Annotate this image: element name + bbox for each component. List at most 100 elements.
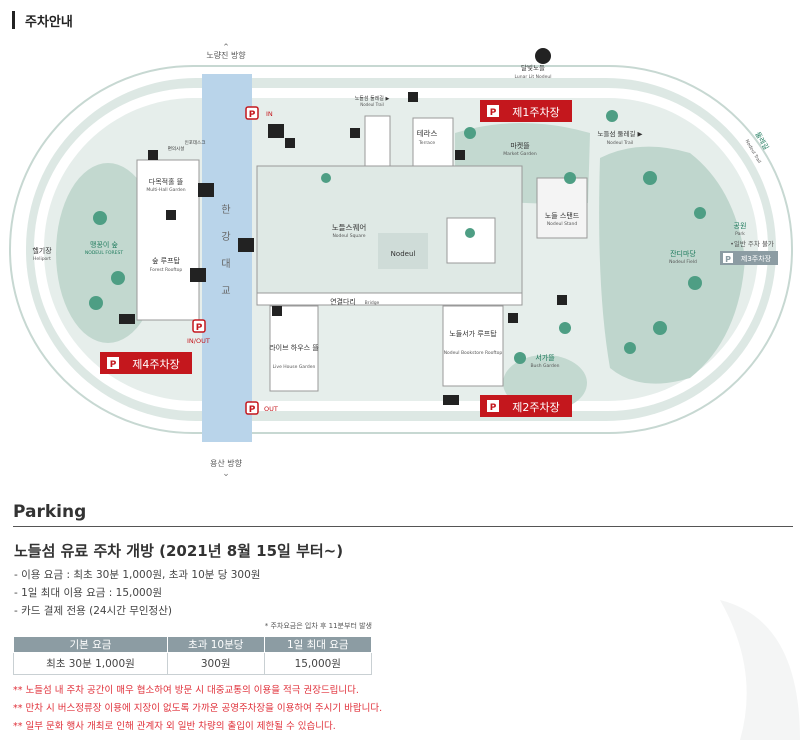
bus-icon bbox=[198, 183, 214, 197]
river-label-3: 대 bbox=[221, 258, 230, 270]
section-header: 주차안내 bbox=[12, 10, 73, 30]
heading-divider bbox=[13, 526, 793, 527]
fee-item: - 1일 최대 이용 요금 : 15,000원 bbox=[14, 587, 163, 599]
notice-item: ** 일부 문화 행사 개최로 인해 관계자 외 일반 차량의 출입이 제한될 … bbox=[13, 721, 336, 732]
label-convenience: 편의시설 bbox=[168, 145, 185, 152]
notice-list: ** 노들섬 내 주차 공간이 매우 협소하여 방문 시 대중교통의 이용을 적… bbox=[13, 682, 382, 736]
bridge bbox=[256, 292, 523, 306]
label-forest-rooftop: 숲 루프탑 bbox=[152, 257, 181, 265]
restroom-icon-5 bbox=[508, 313, 518, 323]
label-grass-field: 잔디마당 bbox=[670, 249, 696, 258]
section-title: 주차안내 bbox=[25, 14, 73, 30]
logo-plate bbox=[378, 233, 428, 269]
bicycle-icon bbox=[268, 124, 284, 138]
table-header-cell: 초과 10분당 bbox=[166, 636, 265, 653]
restroom-icon bbox=[166, 210, 176, 220]
parking-lot-1-badge[interactable]: P 제1주차장 bbox=[480, 100, 572, 122]
table-cell: 최초 30분 1,000원 bbox=[13, 652, 168, 675]
bus-icon-2 bbox=[238, 238, 254, 252]
label-nodeul-trail-top: 노들섬 둘레길 ▶ bbox=[355, 95, 390, 102]
p-icon-3: P bbox=[249, 405, 256, 415]
label-heliport: 헬기장 bbox=[32, 246, 52, 255]
label-nodeul-square-en: Nodeul Square bbox=[332, 233, 365, 239]
map-svg: 노량진 방향 ⌃ 용산 방향 ⌄ 한 강 대 교 달빛노들 Lunar Lit … bbox=[9, 43, 793, 479]
p-icon-lot-2: P bbox=[490, 403, 497, 413]
entrance-out: OUT bbox=[264, 405, 278, 413]
label-multi-hall: 다목적홀 뜰 bbox=[149, 177, 184, 186]
p-icon: P bbox=[249, 110, 256, 120]
label-nodeul-square: 노들스퀘어 bbox=[332, 222, 367, 232]
building-north bbox=[364, 115, 391, 167]
parking-marker-in bbox=[245, 106, 259, 120]
park-area bbox=[599, 146, 745, 384]
p-icon-lot-4: P bbox=[110, 360, 117, 370]
label-live-house-en: Live House Garden bbox=[273, 364, 316, 370]
label-market-garden-en: Market Garden bbox=[503, 151, 537, 157]
parking-lot-4-label: 제4주차장 bbox=[132, 358, 179, 371]
nodeul-stand bbox=[536, 177, 588, 239]
label-park: 공원 bbox=[734, 221, 747, 230]
label-nodeul-stand-en: Nodeul Stand bbox=[547, 221, 578, 227]
label-forest-rooftop-en: Forest Rooftop bbox=[150, 267, 183, 273]
parking-lot-3-badge[interactable]: P 제3주차장 bbox=[720, 251, 778, 265]
restroom-icon-6 bbox=[272, 306, 282, 316]
label-bridge: 연결다리 bbox=[330, 297, 356, 306]
exit-icon-2 bbox=[443, 395, 459, 405]
table-cell: 15,000원 bbox=[263, 652, 373, 675]
restroom-icon-2 bbox=[350, 128, 360, 138]
exit-icon bbox=[119, 314, 135, 324]
courtyard bbox=[446, 217, 496, 264]
restroom-icon-3 bbox=[285, 138, 295, 148]
fee-table: 기본 요금 초과 10분당 1일 최대 요금 최초 30분 1,000원 300… bbox=[13, 636, 373, 675]
table-header-cell: 기본 요금 bbox=[13, 636, 168, 653]
label-market-garden: 마켓뜰 bbox=[510, 141, 530, 150]
river-label-2: 강 bbox=[221, 231, 230, 243]
nodeul-forest-area bbox=[56, 163, 160, 343]
table-note: * 주차요금은 입차 후 11분부터 발생 bbox=[264, 622, 372, 630]
terrace-building bbox=[412, 117, 454, 167]
label-info-desk: 인포데스크 bbox=[185, 139, 206, 146]
label-general-parking: •일반 주차 불가 bbox=[730, 239, 774, 248]
parking-marker-inout bbox=[192, 319, 206, 333]
parking-lot-1-label: 제1주차장 bbox=[512, 106, 559, 119]
label-bush-garden: 서가뜰 bbox=[535, 353, 555, 362]
label-nodeul-trail: 노들섬 둘레길 ▶ bbox=[597, 129, 642, 138]
direction-south: 용산 방향 bbox=[210, 458, 243, 468]
river-label-4: 교 bbox=[221, 286, 230, 297]
restroom-icon-4 bbox=[455, 150, 465, 160]
info-icon bbox=[148, 150, 158, 160]
parking-lot-4-badge[interactable]: P 제4주차장 bbox=[100, 352, 192, 374]
label-bridge-en: Bridge bbox=[365, 300, 380, 306]
moon-icon bbox=[535, 48, 551, 64]
table-header-cell: 1일 최대 요금 bbox=[263, 636, 373, 653]
direction-north: 노량진 방향 bbox=[206, 50, 246, 60]
parking-marker-out bbox=[245, 401, 259, 415]
label-park-en: Park bbox=[735, 231, 745, 237]
label-bookstore: 노들서가 루프탑 bbox=[449, 329, 497, 338]
tree-icons bbox=[89, 110, 706, 364]
stairs-icon bbox=[408, 92, 418, 102]
fee-item: - 이용 요금 : 최초 30분 1,000원, 초과 10분 당 300원 bbox=[14, 569, 261, 581]
moon-sub: Lunar Lit Nodeul bbox=[515, 74, 552, 80]
parking-lot-3-label: 제3주차장 bbox=[741, 254, 772, 263]
fee-list: - 이용 요금 : 최초 30분 1,000원, 초과 10분 당 300원 -… bbox=[14, 566, 260, 620]
label-terrace: 테라스 bbox=[417, 129, 438, 138]
notice-item: ** 만차 시 버스정류장 이용에 지장이 없도록 가까운 공영주차장을 이용하… bbox=[13, 703, 383, 714]
river bbox=[202, 74, 252, 442]
live-house-building bbox=[269, 305, 319, 392]
label-live-house: 라이브 하우스 뜰 bbox=[269, 343, 319, 352]
label-bookstore-en: Nodeul Bookstore Rooftop bbox=[444, 350, 503, 356]
decorative-shape bbox=[720, 600, 800, 740]
parking-heading: Parking bbox=[13, 502, 87, 522]
p-icon-lot-3: P bbox=[725, 255, 731, 264]
bicycle-icon-2 bbox=[190, 268, 206, 282]
table-header-row: 기본 요금 초과 10분당 1일 최대 요금 bbox=[13, 636, 373, 653]
parking-lot-2-badge[interactable]: P 제2주차장 bbox=[480, 395, 572, 417]
notice-item: ** 노들섬 내 주차 공간이 매우 협소하여 방문 시 대중교통의 이용을 적… bbox=[13, 685, 359, 696]
label-nodeul-stand: 노들 스탠드 bbox=[545, 211, 580, 220]
multi-hall-building bbox=[136, 159, 200, 321]
parking-map[interactable]: 노량진 방향 ⌃ 용산 방향 ⌄ 한 강 대 교 달빛노들 Lunar Lit … bbox=[0, 38, 800, 479]
chevron-down-icon: ⌄ bbox=[222, 469, 230, 478]
label-nodeul-forest-en: NODEUL FOREST bbox=[85, 250, 123, 256]
bookstore-building bbox=[442, 305, 504, 387]
